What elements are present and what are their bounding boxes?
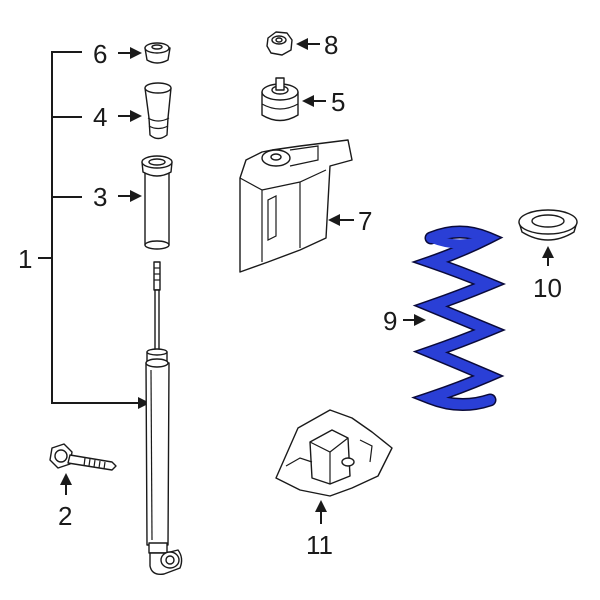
dust-boot-part[interactable]	[141, 155, 173, 250]
lower-bracket-part[interactable]	[275, 409, 393, 497]
shock-absorber-part[interactable]	[145, 261, 183, 576]
callout-8-label[interactable]: 8	[324, 30, 338, 60]
mounting-bolt-part[interactable]	[49, 443, 117, 471]
callout-7-arrow	[328, 214, 354, 226]
callout-1-label[interactable]: 1	[18, 244, 32, 274]
spring-seat-part[interactable]	[518, 209, 578, 241]
callout-2-label[interactable]: 2	[58, 501, 72, 531]
callout-8-arrow	[296, 38, 320, 50]
callout-9-label[interactable]: 9	[383, 306, 397, 336]
callout-11-label[interactable]: 11	[306, 530, 333, 560]
bump-stop-part[interactable]	[144, 82, 172, 140]
callout-10-label[interactable]: 10	[533, 273, 562, 303]
callout-11-arrow	[315, 500, 327, 524]
nut-part[interactable]	[266, 31, 293, 56]
callout-5-arrow	[302, 95, 326, 107]
callout-4-arrow	[118, 110, 142, 122]
upper-bracket-part[interactable]	[239, 139, 353, 273]
callout-1-bracket	[38, 51, 150, 409]
callout-10-arrow	[542, 246, 554, 266]
upper-mount-part[interactable]	[261, 77, 299, 122]
callout-3-arrow	[118, 190, 142, 202]
callout-6-label[interactable]: 6	[93, 39, 107, 69]
callout-6-arrow	[118, 47, 142, 59]
bushing-part[interactable]	[144, 42, 171, 64]
coil-spring-part[interactable]	[411, 225, 507, 411]
callout-4-label[interactable]: 4	[93, 102, 107, 132]
callout-2-arrow	[60, 473, 72, 495]
callout-3-label[interactable]: 3	[93, 182, 107, 212]
callout-7-label[interactable]: 7	[358, 206, 372, 236]
callout-5-label[interactable]: 5	[331, 87, 345, 117]
callout-9-arrow	[403, 314, 426, 326]
